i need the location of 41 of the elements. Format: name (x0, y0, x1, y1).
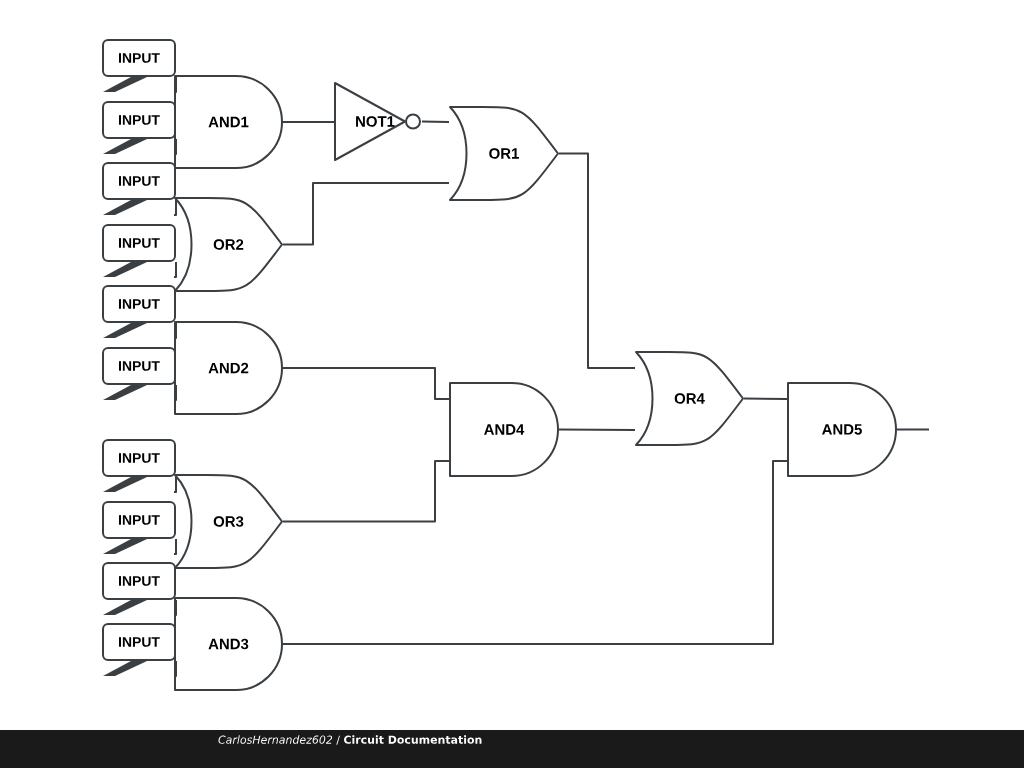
and-gate: AND4 (449, 382, 559, 477)
wire (173, 660, 177, 677)
wire (558, 152, 636, 369)
wire (282, 121, 335, 123)
and-gate: AND1 (174, 75, 283, 169)
wire (282, 460, 788, 645)
wire (282, 460, 450, 523)
not-gate: NOT1 (334, 82, 421, 161)
wire (173, 199, 177, 216)
wire (282, 367, 450, 400)
or-gate: OR2 (174, 197, 283, 292)
input-flag: INPUT (102, 285, 176, 338)
wire (896, 428, 930, 431)
wire (173, 538, 177, 555)
or-gate: OR3 (174, 474, 283, 569)
input-flag: INPUT (102, 224, 176, 277)
and-gate: AND5 (787, 382, 897, 477)
wire (743, 397, 788, 400)
input-flag: INPUT (102, 623, 176, 676)
input-flag: INPUT (102, 439, 176, 492)
wire (173, 476, 177, 493)
input-flag: INPUT (102, 501, 176, 554)
wire (173, 76, 177, 93)
and-gate: AND2 (174, 321, 283, 415)
footer-bar: CarlosHernandez602 / Circuit Documentation (0, 730, 1024, 768)
wire (173, 322, 177, 339)
input-flag: INPUT (102, 162, 176, 215)
or-gate: OR1 (449, 106, 559, 201)
input-flag: INPUT (102, 562, 176, 615)
input-flag: INPUT (102, 39, 176, 92)
and-gate: AND3 (174, 597, 283, 691)
wire (282, 182, 450, 246)
wire (173, 261, 177, 278)
or-gate: OR4 (635, 351, 744, 446)
wire (421, 120, 450, 123)
wire (173, 138, 177, 155)
input-flag: INPUT (102, 101, 176, 154)
wire (173, 599, 177, 616)
wire (173, 384, 177, 401)
wire (558, 428, 636, 431)
input-flag: INPUT (102, 347, 176, 400)
